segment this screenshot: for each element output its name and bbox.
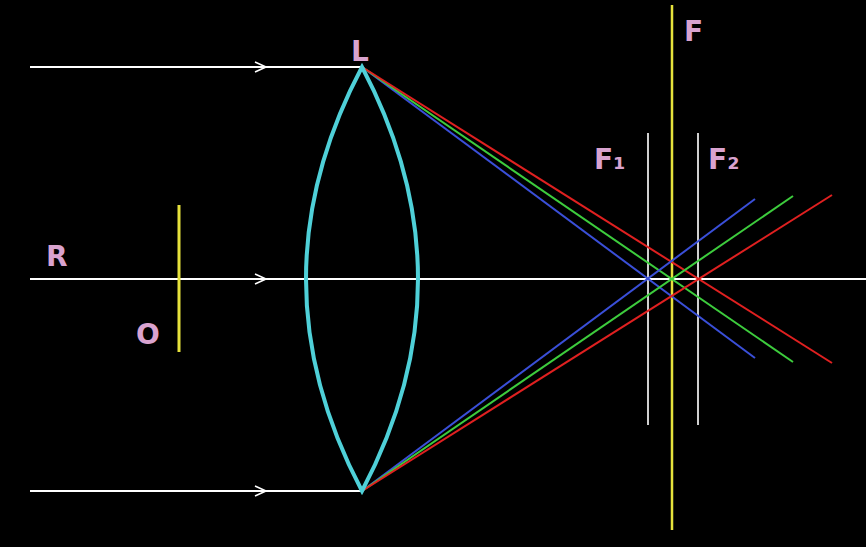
focal-plane (671, 5, 674, 530)
focus-label: F (684, 18, 703, 46)
convex-lens (306, 67, 418, 491)
blue-ray (362, 67, 755, 358)
blue-ray (362, 199, 755, 491)
green-ray (362, 67, 793, 362)
red-ray (362, 67, 832, 363)
object-line (178, 205, 181, 352)
focus-label-red: F₂ (708, 146, 739, 174)
green-ray (362, 196, 793, 491)
lens-label: L (351, 38, 369, 66)
optical-axis (30, 278, 266, 280)
object-label: O (136, 321, 160, 349)
incoming-ray (266, 66, 362, 68)
optical-axis (266, 278, 866, 280)
axis-label: R (46, 243, 68, 271)
incoming-ray (30, 490, 266, 492)
incoming-ray (30, 66, 266, 68)
focus-label-blue: F₁ (594, 146, 625, 174)
red-ray (362, 195, 832, 491)
incoming-ray (266, 490, 362, 492)
